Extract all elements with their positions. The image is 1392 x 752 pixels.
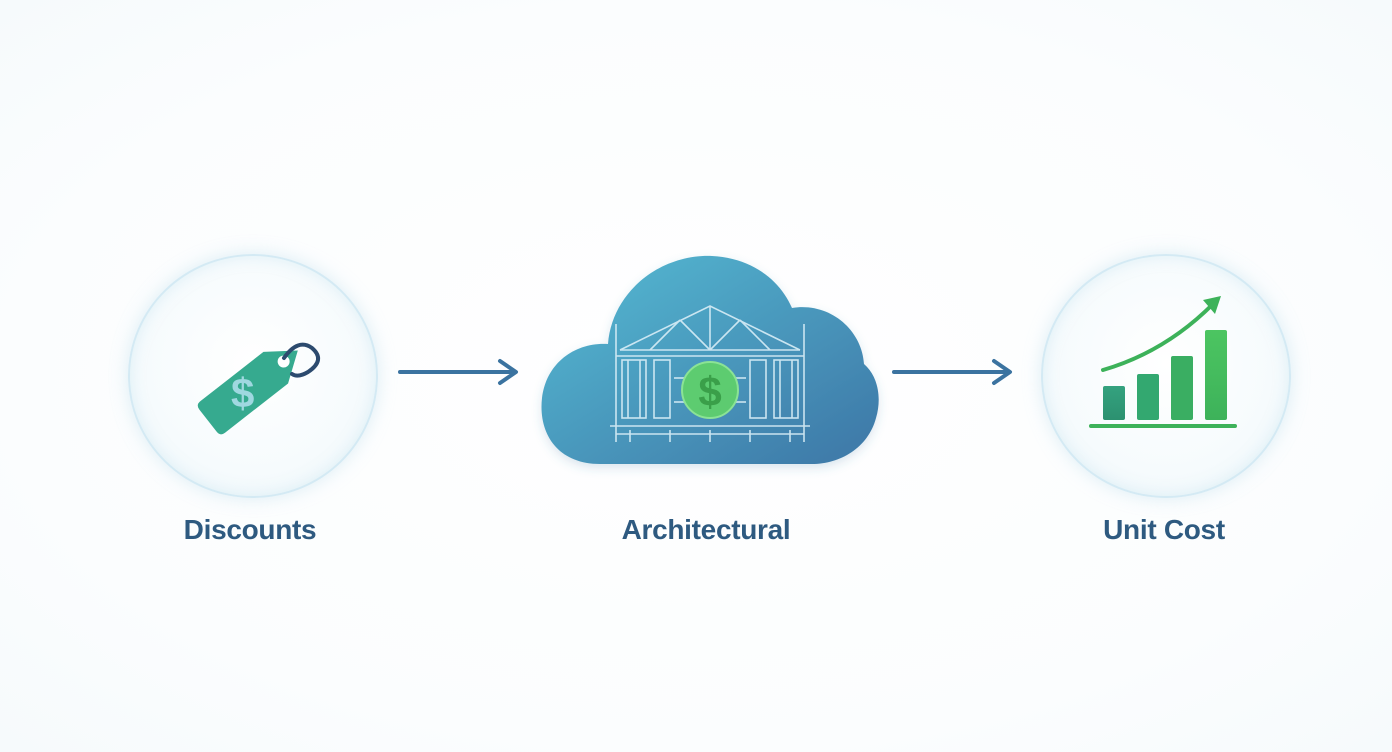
- price-tag-icon: $: [197, 342, 320, 435]
- unit-cost-circle: [1041, 254, 1291, 498]
- svg-text:$: $: [698, 368, 721, 415]
- node-label-architectural: Architectural: [621, 514, 791, 545]
- arrow-architectural-to-unit-cost: [892, 359, 1012, 385]
- svg-text:$: $: [231, 370, 254, 417]
- arrow-discounts-to-architectural: [398, 359, 518, 385]
- node-label-discounts: Discounts: [183, 514, 317, 545]
- cloud-building-dollar-icon: $: [541, 255, 879, 464]
- bar-chart-growth-icon: [1089, 296, 1237, 428]
- node-label-unit-cost: Unit Cost: [1103, 514, 1225, 545]
